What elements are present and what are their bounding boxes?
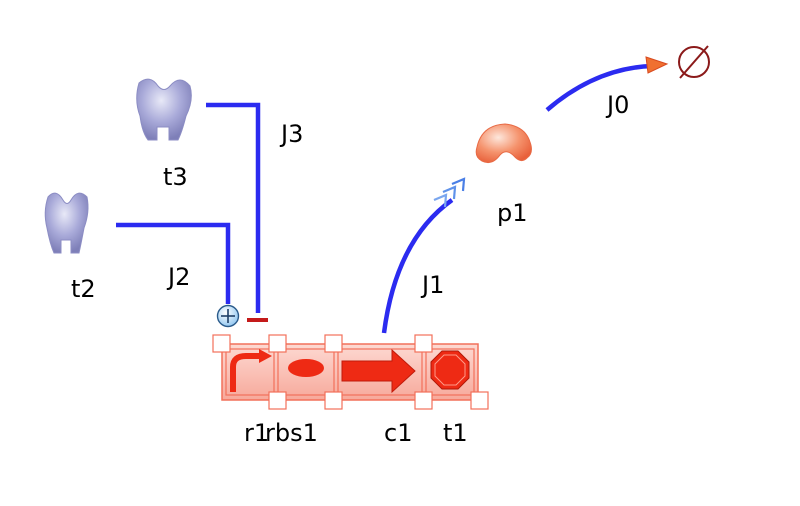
label-j0: J0 — [605, 91, 629, 119]
rbs-icon[interactable] — [288, 359, 324, 377]
chevron-arrow-icon — [433, 177, 466, 208]
label-t3: t3 — [163, 163, 188, 191]
minus-bar-icon[interactable] — [247, 318, 268, 322]
empty-set-icon[interactable] — [678, 45, 710, 79]
label-c1: c1 — [384, 419, 412, 447]
regulator-t3-icon[interactable] — [136, 78, 192, 141]
edge-j1[interactable] — [381, 198, 454, 334]
coding-sequence-icon[interactable] — [341, 348, 416, 394]
label-j1: J1 — [420, 271, 444, 299]
label-p1: p1 — [497, 199, 528, 227]
label-t1: t1 — [443, 419, 468, 447]
edge-j3[interactable] — [206, 102, 261, 313]
gene-construct[interactable] — [212, 334, 489, 410]
plus-circle-icon[interactable] — [216, 304, 240, 328]
label-t2: t2 — [71, 275, 96, 303]
edge-j0[interactable] — [545, 63, 653, 112]
label-rbs1: rbs1 — [265, 419, 318, 447]
promoter-icon[interactable] — [230, 349, 272, 392]
label-j2: J2 — [166, 263, 190, 291]
label-j3: J3 — [279, 120, 303, 148]
edge-j2[interactable] — [116, 222, 231, 304]
selection-handles[interactable] — [212, 334, 489, 410]
protein-p1-icon[interactable] — [475, 123, 532, 163]
label-r1: r1 — [244, 419, 269, 447]
regulator-t2-icon[interactable] — [44, 192, 89, 254]
arrowhead-icon — [645, 56, 669, 74]
terminator-icon[interactable] — [430, 350, 470, 390]
